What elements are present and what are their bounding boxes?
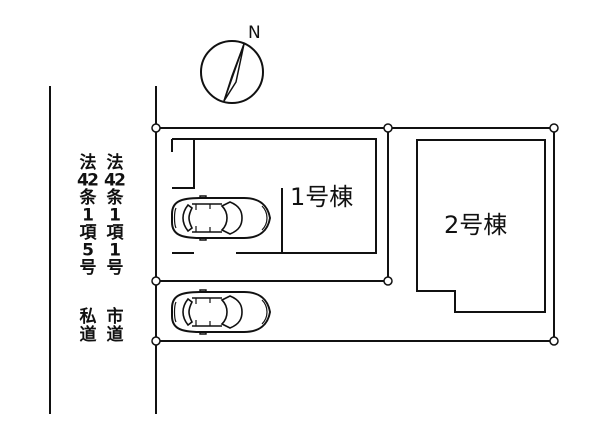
road-law-char: 1 [109, 241, 121, 261]
road-law-char: 項 [80, 223, 98, 243]
building-2: 2号棟 [416, 139, 546, 313]
boundary-markers [151, 123, 559, 346]
road-law-char: 条 [106, 187, 125, 208]
road-law-char: 項 [107, 223, 125, 243]
road-law-char: 法 [80, 152, 97, 173]
road-law-char: 号 [107, 258, 124, 278]
road-law-char: 1 [82, 206, 94, 226]
road-name-char: 道 [80, 324, 97, 345]
building-1: 1号棟 [171, 138, 377, 254]
road-law-char: 法 [107, 152, 124, 173]
building-1-label: 1号棟 [290, 183, 353, 211]
car-icon [171, 195, 271, 241]
road-law-char: 5 [82, 241, 94, 261]
north-arrow-icon: N [200, 23, 264, 104]
car-icon [171, 289, 271, 335]
road-law-char: 条 [79, 187, 98, 208]
road-name-char: 道 [107, 324, 124, 345]
north-label: N [248, 23, 261, 43]
road-law-char: 42 [77, 171, 99, 191]
building-2-label: 2号棟 [444, 211, 507, 239]
road-law-char: 42 [104, 171, 126, 191]
road-name-char: 市 [107, 306, 124, 327]
plot-outlines [155, 127, 555, 342]
road-law-char: 号 [80, 258, 97, 278]
road-law-char: 1 [109, 206, 121, 226]
road-name-char: 私 [80, 307, 97, 327]
